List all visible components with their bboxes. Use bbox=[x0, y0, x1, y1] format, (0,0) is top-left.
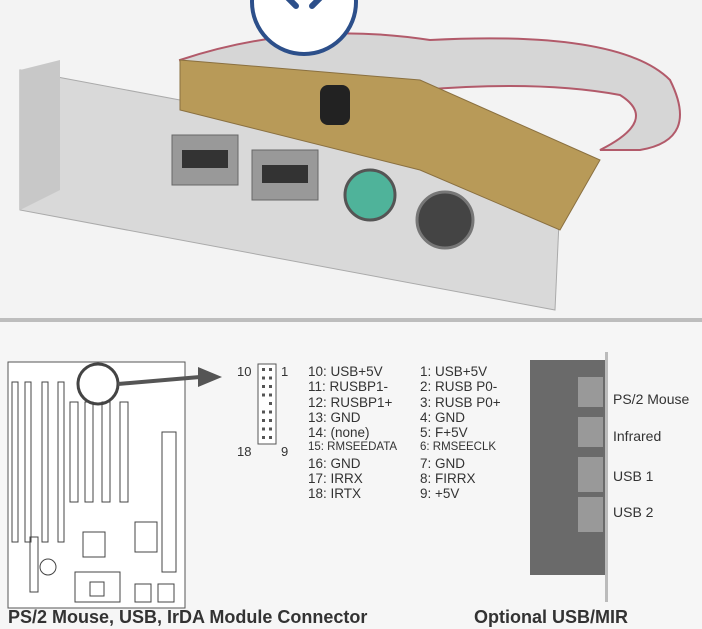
header-pin bbox=[262, 427, 265, 431]
header-pin bbox=[262, 385, 265, 388]
close-icon bbox=[285, 0, 323, 9]
port-label-usb2: USB 2 bbox=[613, 504, 654, 520]
pin-list-right: 1: USB+5V 2: RUSB P0- 3: RUSB P0+ 4: GND… bbox=[420, 364, 501, 502]
header-pin bbox=[262, 376, 265, 380]
header-pin bbox=[269, 376, 272, 380]
motherboard-diagram bbox=[7, 352, 608, 609]
pin-item: 2: RUSB P0- bbox=[420, 379, 498, 395]
pin-item: 15: RMSEEDATA bbox=[308, 441, 398, 454]
pin-item: 17: IRRX bbox=[308, 471, 363, 487]
port-label-ps2-mouse: PS/2 Mouse bbox=[613, 391, 690, 407]
header-pin bbox=[262, 410, 265, 414]
pin-item: 3: RUSB P0+ bbox=[420, 394, 501, 410]
pin-item: 7: GND bbox=[420, 455, 466, 471]
pin-item: 10: USB+5V bbox=[308, 364, 383, 379]
pin-item: 12: RUSBP1+ bbox=[308, 394, 393, 410]
header-pin bbox=[269, 385, 272, 388]
bracket-illustration bbox=[19, 32, 681, 311]
pin-item: 4: GND bbox=[420, 409, 466, 425]
close-button[interactable] bbox=[250, 0, 358, 56]
port-label-infrared: Infrared bbox=[613, 428, 662, 444]
connector-diagram: 10 1 18 9 10: USB+5V 11: RUSBP1- 12: RUS… bbox=[0, 322, 702, 629]
header-pin bbox=[262, 436, 265, 439]
pin-label-9: 9 bbox=[281, 444, 289, 459]
pin-item: 13: GND bbox=[308, 409, 361, 425]
caption-connector: PS/2 Mouse, USB, IrDA Module Connector bbox=[8, 607, 368, 627]
pin-item: 11: RUSBP1- bbox=[308, 379, 389, 395]
pin-item: 8: FIRRX bbox=[420, 471, 476, 487]
pin-item: 5: F+5V bbox=[420, 425, 468, 441]
header-pin bbox=[262, 368, 265, 371]
divider bbox=[0, 318, 702, 322]
header-pin bbox=[269, 410, 272, 414]
pin-label-10: 10 bbox=[237, 364, 252, 379]
pin-item: 14: (none) bbox=[308, 425, 370, 441]
pin-item: 9: +5V bbox=[420, 486, 460, 502]
port-label-usb1: USB 1 bbox=[613, 468, 654, 484]
header-pin bbox=[262, 393, 265, 397]
pin-item: 1: USB+5V bbox=[420, 364, 488, 379]
caption-module: Optional USB/MIR bbox=[474, 607, 628, 627]
header-pin bbox=[269, 368, 272, 371]
pin-list-left: 10: USB+5V 11: RUSBP1- 12: RUSBP1+ 13: G… bbox=[308, 364, 397, 502]
pin-label-18: 18 bbox=[237, 444, 252, 459]
header-pin bbox=[269, 393, 272, 397]
pin-item: 16: GND bbox=[308, 455, 361, 471]
header-pin bbox=[269, 419, 272, 422]
bracket-photo bbox=[19, 0, 681, 311]
pin-item: 6: RMSEECLK bbox=[420, 441, 497, 454]
header-pin bbox=[269, 402, 272, 405]
header-pin bbox=[269, 427, 272, 431]
pin-label-1: 1 bbox=[281, 364, 289, 379]
pin-item: 18: IRTX bbox=[308, 486, 362, 502]
header-pin bbox=[269, 436, 272, 439]
header-pin bbox=[262, 419, 265, 422]
